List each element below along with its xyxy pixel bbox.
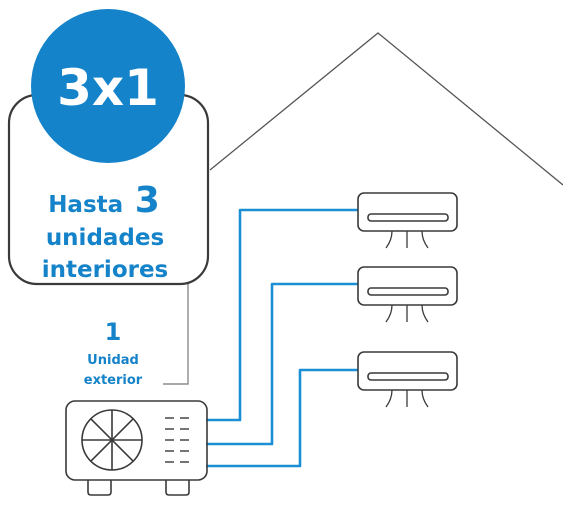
exterior-count: 1	[105, 318, 122, 346]
split-ac-unit-icon	[357, 192, 458, 249]
card-connector-line	[163, 280, 189, 385]
airflow-lines-icon	[385, 389, 429, 408]
card-line-2: unidades	[46, 225, 164, 251]
airflow-lines-icon	[385, 304, 429, 323]
refrigerant-pipes	[206, 208, 358, 468]
pipe-to-indoor-unit-3	[206, 368, 358, 468]
card-prefix: Hasta	[48, 192, 123, 218]
house-roof-outline	[209, 32, 563, 186]
card-count: 3	[135, 180, 160, 221]
exterior-line-2: exterior	[84, 373, 143, 388]
exterior-line-1: Unidad	[87, 353, 139, 368]
pipe-to-indoor-unit-1	[206, 208, 358, 422]
badge-label: 3x1	[57, 59, 159, 117]
card-line-1: Hasta 3	[48, 180, 160, 221]
split-ac-unit-icon	[357, 266, 458, 323]
pipe-to-indoor-unit-2	[206, 282, 358, 446]
badge-circle	[31, 9, 185, 163]
split-ac-unit-icon	[357, 351, 458, 408]
fan-icon	[81, 409, 143, 471]
card-line-3: interiores	[42, 257, 169, 283]
airflow-lines-icon	[385, 230, 429, 249]
outdoor-ac-unit-icon	[65, 400, 208, 496]
grille-lines	[165, 417, 189, 463]
